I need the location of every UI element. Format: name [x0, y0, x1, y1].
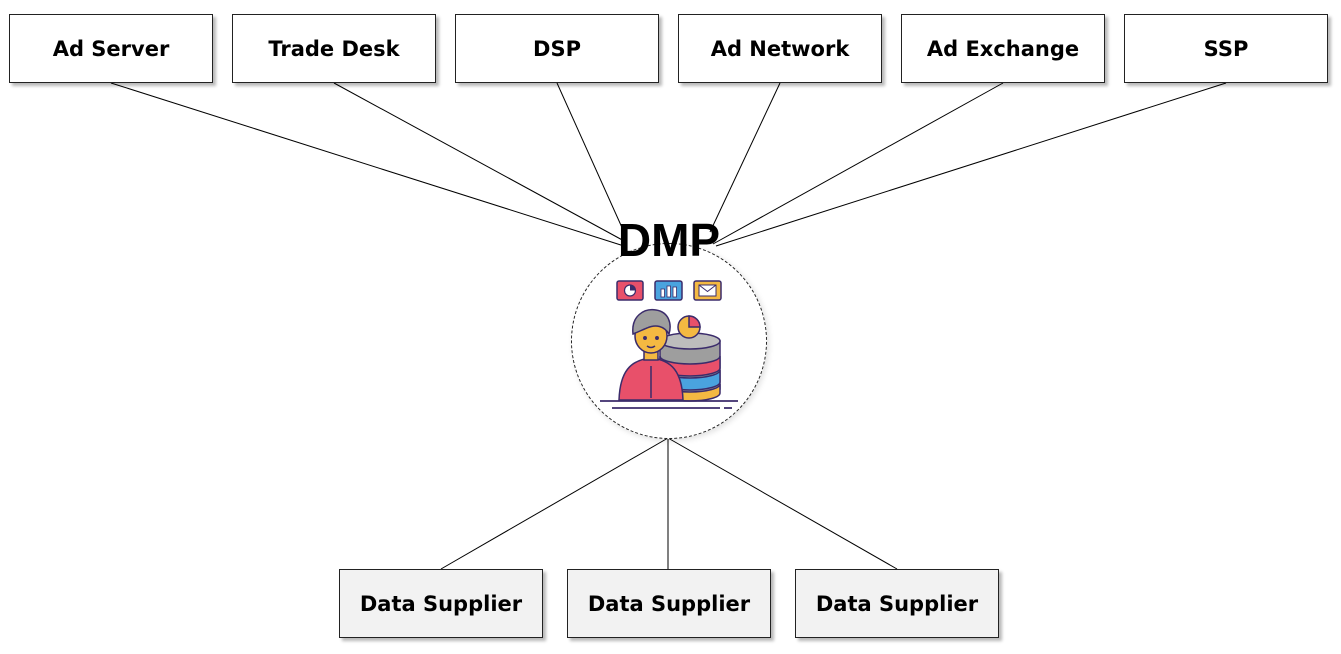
dmp-hub-circle [571, 243, 767, 439]
connector-ad-exchange [712, 82, 1004, 245]
node-data-supplier-3: Data Supplier [795, 569, 999, 638]
desk-lines [600, 400, 738, 409]
mail-card-icon [693, 280, 722, 301]
connector-supplier-3 [667, 437, 898, 570]
dmp-title: DMP [617, 214, 721, 266]
bar-chart-card-icon [654, 280, 683, 301]
node-data-supplier-1: Data Supplier [339, 569, 543, 638]
pie-chart-card-icon [616, 280, 644, 301]
node-trade-desk: Trade Desk [232, 14, 436, 83]
node-data-supplier-2: Data Supplier [567, 569, 771, 638]
node-ad-exchange: Ad Exchange [901, 14, 1105, 83]
node-dsp: DSP [455, 14, 659, 83]
dmp-illustration [600, 280, 738, 409]
connector-supplier-1 [440, 437, 669, 570]
node-ad-network: Ad Network [678, 14, 882, 83]
person-icon [618, 308, 684, 401]
connector-ssp [715, 82, 1227, 247]
connector-ad-network [709, 82, 781, 233]
connector-dsp [556, 82, 625, 233]
node-ad-server: Ad Server [9, 14, 213, 83]
connector-ad-server [110, 82, 625, 247]
connector-trade-desk [333, 82, 627, 243]
node-ssp: SSP [1124, 14, 1328, 83]
